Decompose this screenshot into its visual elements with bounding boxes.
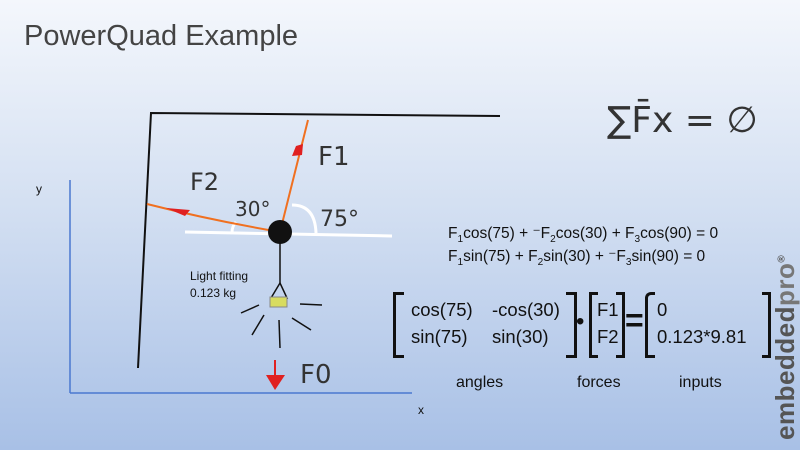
ceiling-wall	[137, 111, 501, 369]
embeddedpro-logo: embeddedpro®	[770, 254, 800, 440]
vector-bracket-right	[616, 292, 625, 358]
force-f1: F1	[597, 299, 619, 320]
matrix-bracket-left	[393, 292, 404, 358]
equals-sign: =	[625, 302, 644, 338]
inputs-bracket-right	[762, 292, 771, 358]
angle-arc-30	[230, 220, 238, 234]
light-bulb-icon	[269, 296, 288, 308]
angle-30-label: 30°	[235, 197, 271, 221]
f2-rope	[146, 203, 281, 233]
f0-label: F0	[300, 360, 332, 390]
light-rays	[240, 303, 323, 349]
knot	[268, 220, 292, 244]
forces-caption: forces	[577, 374, 621, 391]
force-f2: F2	[597, 326, 619, 347]
matrix-cell: sin(75)	[411, 326, 468, 347]
object-label: Light fitting 0.123 kg	[190, 268, 248, 302]
inputs-bracket-left	[645, 292, 655, 358]
equation-x: F1cos(75) + ⁻F2cos(30) + F3cos(90) = 0	[448, 225, 719, 246]
slide-title: PowerQuad Example	[24, 20, 299, 52]
equation-y: F1sin(75) + F2sin(30) + ⁻F3sin(90) = 0	[448, 248, 706, 269]
f0-arrow-icon	[266, 375, 285, 390]
lamp-shade	[269, 281, 289, 299]
f2-arrow-icon	[166, 208, 190, 216]
angles-caption: angles	[456, 374, 504, 391]
matrix-cell: -cos(30)	[492, 299, 560, 320]
f1-arrow-icon	[292, 144, 303, 156]
object-mass: 0.123 kg	[190, 286, 237, 300]
matrix-cell: sin(30)	[492, 326, 549, 347]
vector-bracket-left	[589, 292, 598, 358]
matrix-bracket-right	[566, 292, 577, 358]
object-name: Light fitting	[190, 269, 249, 283]
dot-operator: •	[576, 308, 585, 335]
f1-label: F1	[318, 142, 350, 172]
f1-rope	[279, 119, 309, 233]
angle-75-label: 75°	[320, 207, 359, 232]
x-axis-label: x	[418, 403, 424, 417]
sum-forces-equation: ∑F̄x = ∅	[607, 100, 758, 141]
matrix-cell: cos(75)	[411, 299, 473, 320]
input-1: 0.123*9.81	[657, 326, 747, 347]
input-0: 0	[657, 299, 668, 320]
inputs-caption: inputs	[679, 374, 722, 391]
angle-arc-75	[291, 203, 318, 234]
f2-label: F2	[190, 168, 220, 196]
y-axis-label: y	[36, 182, 42, 196]
